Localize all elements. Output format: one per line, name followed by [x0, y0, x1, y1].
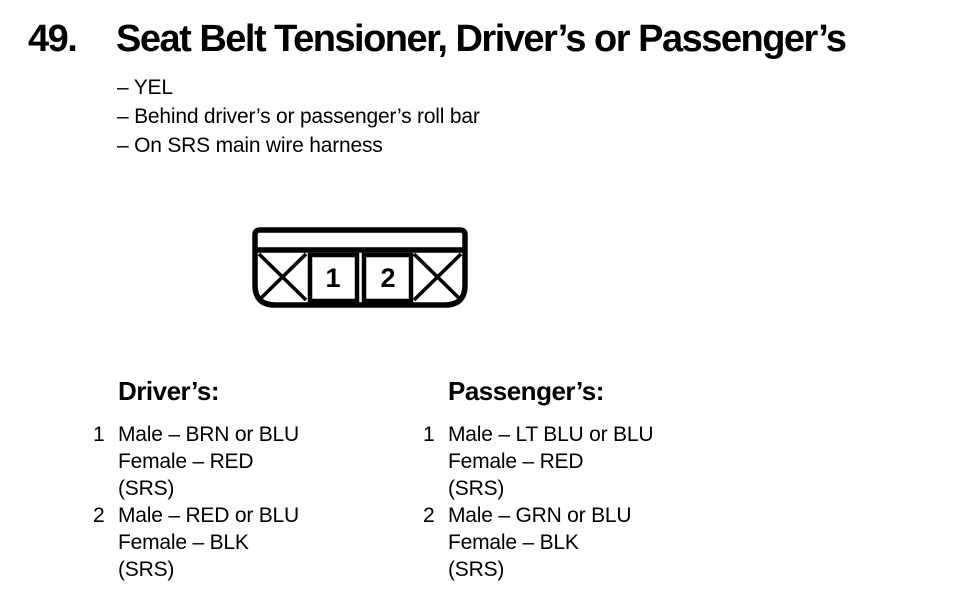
pin-wire-info: Male – BRN or BLU Female – RED (SRS) [118, 421, 299, 502]
pin-line: (SRS) [118, 558, 175, 581]
blocked-cavity-right-icon [412, 252, 463, 302]
pin-line: Male – RED or BLU [118, 504, 299, 527]
note-list: – YEL – Behind driver’s or passenger’s r… [117, 73, 480, 160]
pin-line: Male – GRN or BLU [448, 504, 632, 527]
pin-row-passenger-1: 1 Male – LT BLU or BLU Female – RED (SRS… [423, 421, 743, 502]
cavity-1-box [307, 252, 360, 304]
note-line: – On SRS main wire harness [117, 134, 383, 157]
cavity-2-label: 2 [380, 263, 395, 293]
connector-housing-outline [252, 227, 468, 308]
page-title: Seat Belt Tensioner, Driver’s or Passeng… [116, 18, 847, 60]
note-line: – Behind driver’s or passenger’s roll ba… [117, 105, 480, 128]
passenger-column-header: Passenger’s: [448, 376, 604, 406]
pin-row-passenger-2: 2 Male – GRN or BLU Female – BLK (SRS) [423, 502, 743, 583]
pin-line: (SRS) [448, 558, 505, 581]
pin-line: (SRS) [448, 477, 505, 500]
cavity-2-box [361, 252, 414, 304]
driver-column: Driver’s: 1 Male – BRN or BLU Female – R… [93, 376, 413, 583]
pin-row-driver-2: 2 Male – RED or BLU Female – BLK (SRS) [93, 502, 413, 583]
pin-wire-info: Male – RED or BLU Female – BLK (SRS) [118, 502, 299, 583]
connector-diagram: 1 2 [252, 227, 468, 309]
pin-number: 1 [93, 423, 105, 446]
cavity-1-label: 1 [325, 263, 340, 293]
note-line: – YEL [117, 76, 173, 99]
pin-line: Female – RED [118, 450, 254, 473]
passenger-column: Passenger’s: 1 Male – LT BLU or BLU Fema… [423, 376, 743, 583]
pin-row-driver-1: 1 Male – BRN or BLU Female – RED (SRS) [93, 421, 413, 502]
pin-line: Female – BLK [118, 531, 249, 554]
pin-line: Male – BRN or BLU [118, 423, 299, 446]
pin-number: 2 [423, 504, 435, 527]
item-number: 49. [28, 18, 78, 60]
pin-line: Male – LT BLU or BLU [448, 423, 654, 446]
pin-line: Female – BLK [448, 531, 579, 554]
pin-wire-info: Male – LT BLU or BLU Female – RED (SRS) [448, 421, 654, 502]
pin-wire-info: Male – GRN or BLU Female – BLK (SRS) [448, 502, 632, 583]
connector-end-view-icon: 1 2 [252, 227, 468, 308]
pin-line: (SRS) [118, 477, 175, 500]
pin-number: 1 [423, 423, 435, 446]
pin-line: Female – RED [448, 450, 584, 473]
blocked-cavity-left-icon [257, 252, 308, 302]
driver-column-header: Driver’s: [118, 376, 220, 406]
pin-number: 2 [93, 504, 105, 527]
